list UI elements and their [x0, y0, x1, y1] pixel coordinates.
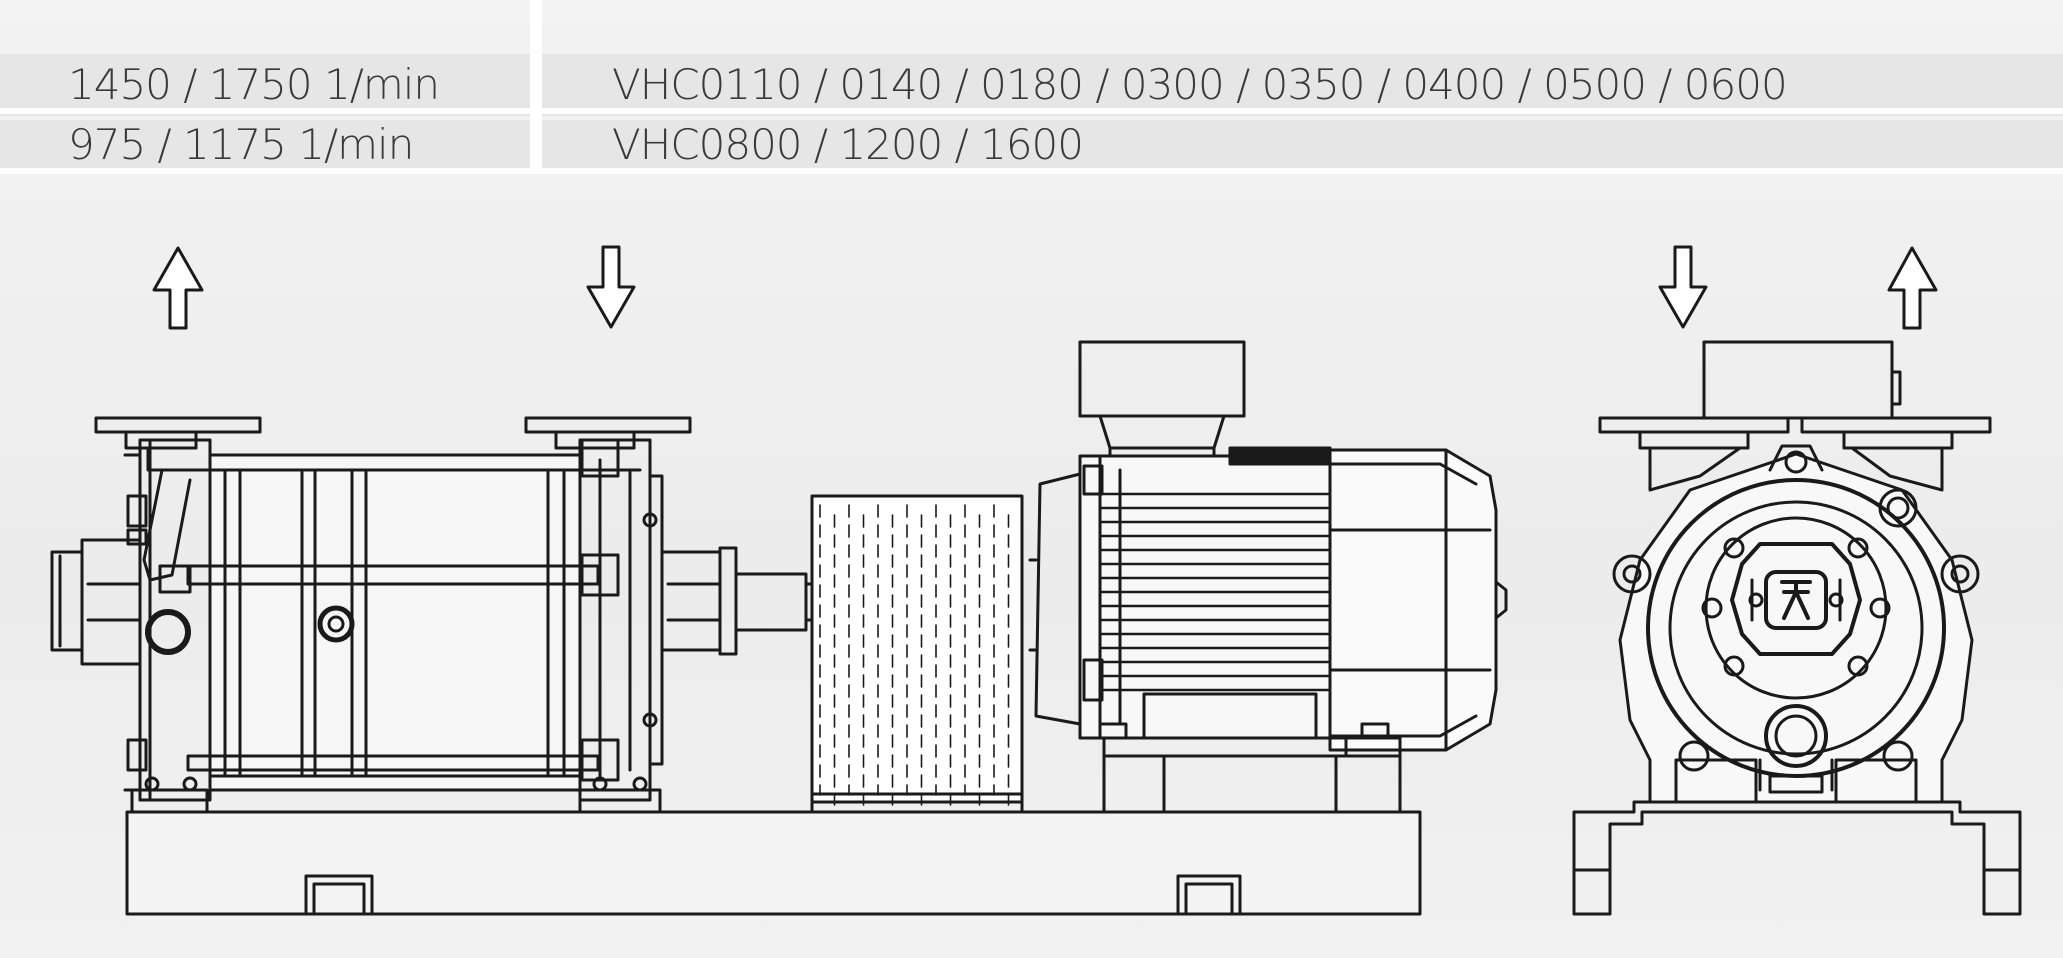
speed-cell: 1450 / 1750 1/min	[68, 60, 440, 109]
end-view	[1574, 342, 2020, 914]
row-divider	[0, 168, 2063, 174]
models-cell: VHC0800 / 1200 / 1600	[612, 120, 1084, 169]
coupling-guard-perforation	[820, 505, 1009, 805]
spec-row-1	[0, 54, 2063, 116]
arrow-up-icon	[1889, 248, 1936, 328]
side-view	[52, 342, 1506, 914]
arrow-up-icon	[154, 248, 202, 328]
row-divider	[0, 108, 2063, 114]
brand-logo-icon	[1782, 582, 1810, 618]
spec-table: 1450 / 1750 1/min VHC0110 / 0140 / 0180 …	[0, 0, 2063, 180]
spec-row-2	[0, 120, 2063, 174]
motor-cooling-fins	[1100, 494, 1330, 690]
speed-cell: 975 / 1175 1/min	[68, 120, 414, 169]
column-divider	[530, 0, 542, 170]
arrow-down-icon	[588, 247, 634, 327]
arrow-down-icon	[1660, 247, 1706, 327]
models-cell: VHC0110 / 0140 / 0180 / 0300 / 0350 / 04…	[612, 60, 1788, 109]
